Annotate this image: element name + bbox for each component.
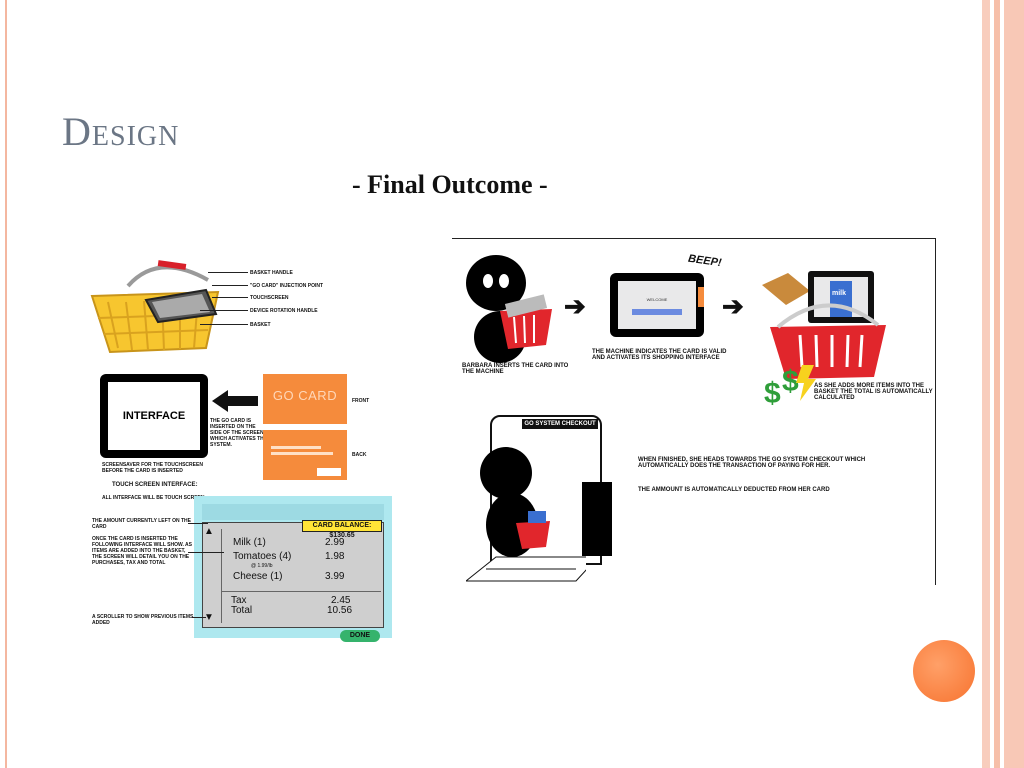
note-items: ONCE THE CARD IS INSERTED THE FOLLOWING …: [92, 536, 192, 566]
go-card-label: GO CARD: [272, 388, 338, 403]
welcome-text: WELCOME: [646, 297, 668, 302]
item-price: 1.98: [325, 551, 345, 562]
total-label: Total: [231, 605, 253, 616]
tax-value: 2.45: [331, 595, 351, 606]
milk-carton-label: milk: [832, 290, 846, 297]
screensaver-note: SCREENSAVER FOR THE TOUCHSCREEN BEFORE T…: [102, 462, 203, 474]
slide-subtitle: - Final Outcome -: [352, 170, 548, 199]
interface-word: INTERFACE: [122, 410, 186, 422]
caption-deduct: THE AMMOUNT IS AUTOMATICALLY DEDUCTED FR…: [638, 487, 830, 493]
card-balance-badge: CARD BALANCE: $130.65: [302, 520, 382, 539]
arrow-right-icon: ➔: [564, 291, 586, 321]
leader-line: [192, 617, 206, 618]
decorative-orange-circle: [913, 640, 975, 702]
caption-checkout: WHEN FINISHED, SHE HEADS TOWARDS THE GO …: [638, 457, 866, 469]
note-scroller: A SCROLLER TO SHOW PREVIOUS ITEMS ADDED: [92, 614, 194, 626]
caption-total: AS SHE ADDS MORE ITEMS INTO THE BASKET T…: [814, 383, 933, 401]
go-card-back: [263, 430, 347, 480]
full-basket-illustration: milk $ $: [762, 271, 886, 405]
basket-illustration: [90, 260, 220, 354]
design-sketch-panel: BASKET HANDLE "GO CARD" INJECTION POINT …: [88, 252, 408, 644]
touch-screen-mockup: Milk (1) 2.99 Tomatoes (4) @ 1.99/lb 1.9…: [194, 496, 392, 642]
item-name: Tomatoes: [233, 551, 277, 562]
purchase-list: Milk (1) 2.99 Tomatoes (4) @ 1.99/lb 1.9…: [202, 522, 384, 628]
done-button[interactable]: DONE: [340, 630, 380, 642]
item-price: 2.99: [325, 537, 345, 548]
front-label: FRONT: [352, 398, 370, 404]
svg-text:$: $: [764, 377, 781, 405]
label-touchscreen: TOUCHSCREEN: [250, 295, 289, 301]
item-unit-price: @ 1.99/lb: [251, 563, 273, 569]
item-price: 3.99: [325, 571, 345, 582]
touch-screen-heading: TOUCH SCREEN INTERFACE:: [112, 482, 198, 488]
barbara-figure: [466, 255, 552, 363]
back-label: BACK: [352, 452, 367, 458]
storyboard-panel: BARBARA INSERTS THE CARD INTO THE MACHIN…: [452, 238, 936, 585]
scroll-down-icon[interactable]: ▼: [204, 612, 214, 623]
label-basket: BASKET: [250, 322, 271, 328]
beep-text: BEEP!: [687, 252, 723, 270]
leader-line: [200, 310, 248, 311]
machine-tablet: WELCOME: [610, 273, 704, 337]
slide-left-border: [5, 0, 7, 768]
total-value: 10.56: [327, 605, 353, 616]
leader-line: [200, 324, 248, 325]
label-rotation-handle: DEVICE ROTATION HANDLE: [250, 308, 318, 314]
leader-line: [208, 272, 248, 273]
checkout-sign: GO SYSTEM CHECKOUT: [522, 419, 598, 429]
slide-title: Design: [62, 109, 180, 154]
card-insert-note: THE GO CARD IS INSERTED ON THE SIDE OF T…: [210, 418, 268, 448]
touch-screen-subheading: ALL INTERFACE WILL BE TOUCH SCREEN: [102, 495, 205, 501]
label-basket-handle: BASKET HANDLE: [250, 270, 293, 276]
go-card-front: GO CARD: [263, 374, 347, 424]
leader-line: [188, 552, 224, 553]
card-slot: [698, 287, 704, 307]
note-amount: THE AMOUNT CURRENTLY LEFT ON THE CARD: [92, 518, 191, 530]
item-name: Cheese: [233, 571, 268, 582]
leader-line: [212, 297, 248, 298]
interface-tablet: INTERFACE: [100, 374, 208, 458]
leader-line: [188, 523, 208, 524]
barbara-checkout-figure: [466, 447, 586, 582]
caption-valid: THE MACHINE INDICATES THE CARD IS VALID …: [592, 349, 727, 361]
label-injection-point: "GO CARD" INJECTION POINT: [250, 283, 324, 289]
kiosk-pillar: [582, 482, 612, 556]
caption-insert: BARBARA INSERTS THE CARD INTO THE MACHIN…: [462, 363, 569, 375]
touch-to-begin-bar: [632, 309, 682, 315]
arrow-left-icon: [212, 390, 258, 412]
leader-line: [212, 285, 248, 286]
tax-label: Tax: [231, 595, 247, 606]
scroll-up-icon[interactable]: ▲: [204, 526, 214, 537]
arrow-right-icon: ➔: [722, 291, 744, 321]
svg-text:$: $: [782, 365, 799, 398]
item-name: Milk: [233, 537, 251, 548]
slide-right-border: [978, 0, 1024, 768]
